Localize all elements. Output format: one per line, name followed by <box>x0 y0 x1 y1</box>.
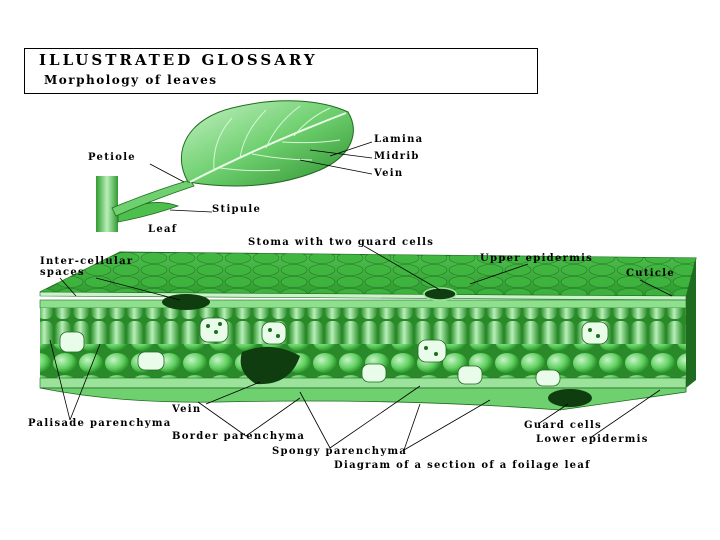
label-stoma: Stoma with two guard cells <box>248 237 434 248</box>
label-intercellular-1: Inter-cellular <box>40 256 133 267</box>
leaf-section <box>40 252 696 410</box>
label-palisade: Palisade parenchyma <box>28 418 172 429</box>
label-intercellular-2: spaces <box>40 267 85 278</box>
label-midrib: Midrib <box>374 151 420 162</box>
label-vein-leaf: Vein <box>374 168 403 179</box>
label-vein-section: Vein <box>172 404 201 415</box>
label-guard-cells: Guard cells <box>524 420 602 431</box>
intercellular-space <box>162 294 210 310</box>
label-petiole: Petiole <box>88 152 136 163</box>
label-border: Border parenchyma <box>172 431 305 442</box>
label-leaf: Leaf <box>148 224 177 235</box>
upper-epidermis-band <box>40 300 686 308</box>
label-upper-epidermis: Upper epidermis <box>480 253 593 264</box>
label-lower-epidermis: Lower epidermis <box>536 434 649 445</box>
label-spongy: Spongy parenchyma <box>272 446 407 457</box>
label-lamina: Lamina <box>374 134 423 145</box>
guard-cells-shape <box>548 389 592 407</box>
label-stipule: Stipule <box>212 204 261 215</box>
stem <box>96 176 118 232</box>
label-cuticle: Cuticle <box>626 268 675 279</box>
diagram-caption: Diagram of a section of a foilage leaf <box>334 460 591 471</box>
lower-epidermis-band <box>40 378 686 388</box>
